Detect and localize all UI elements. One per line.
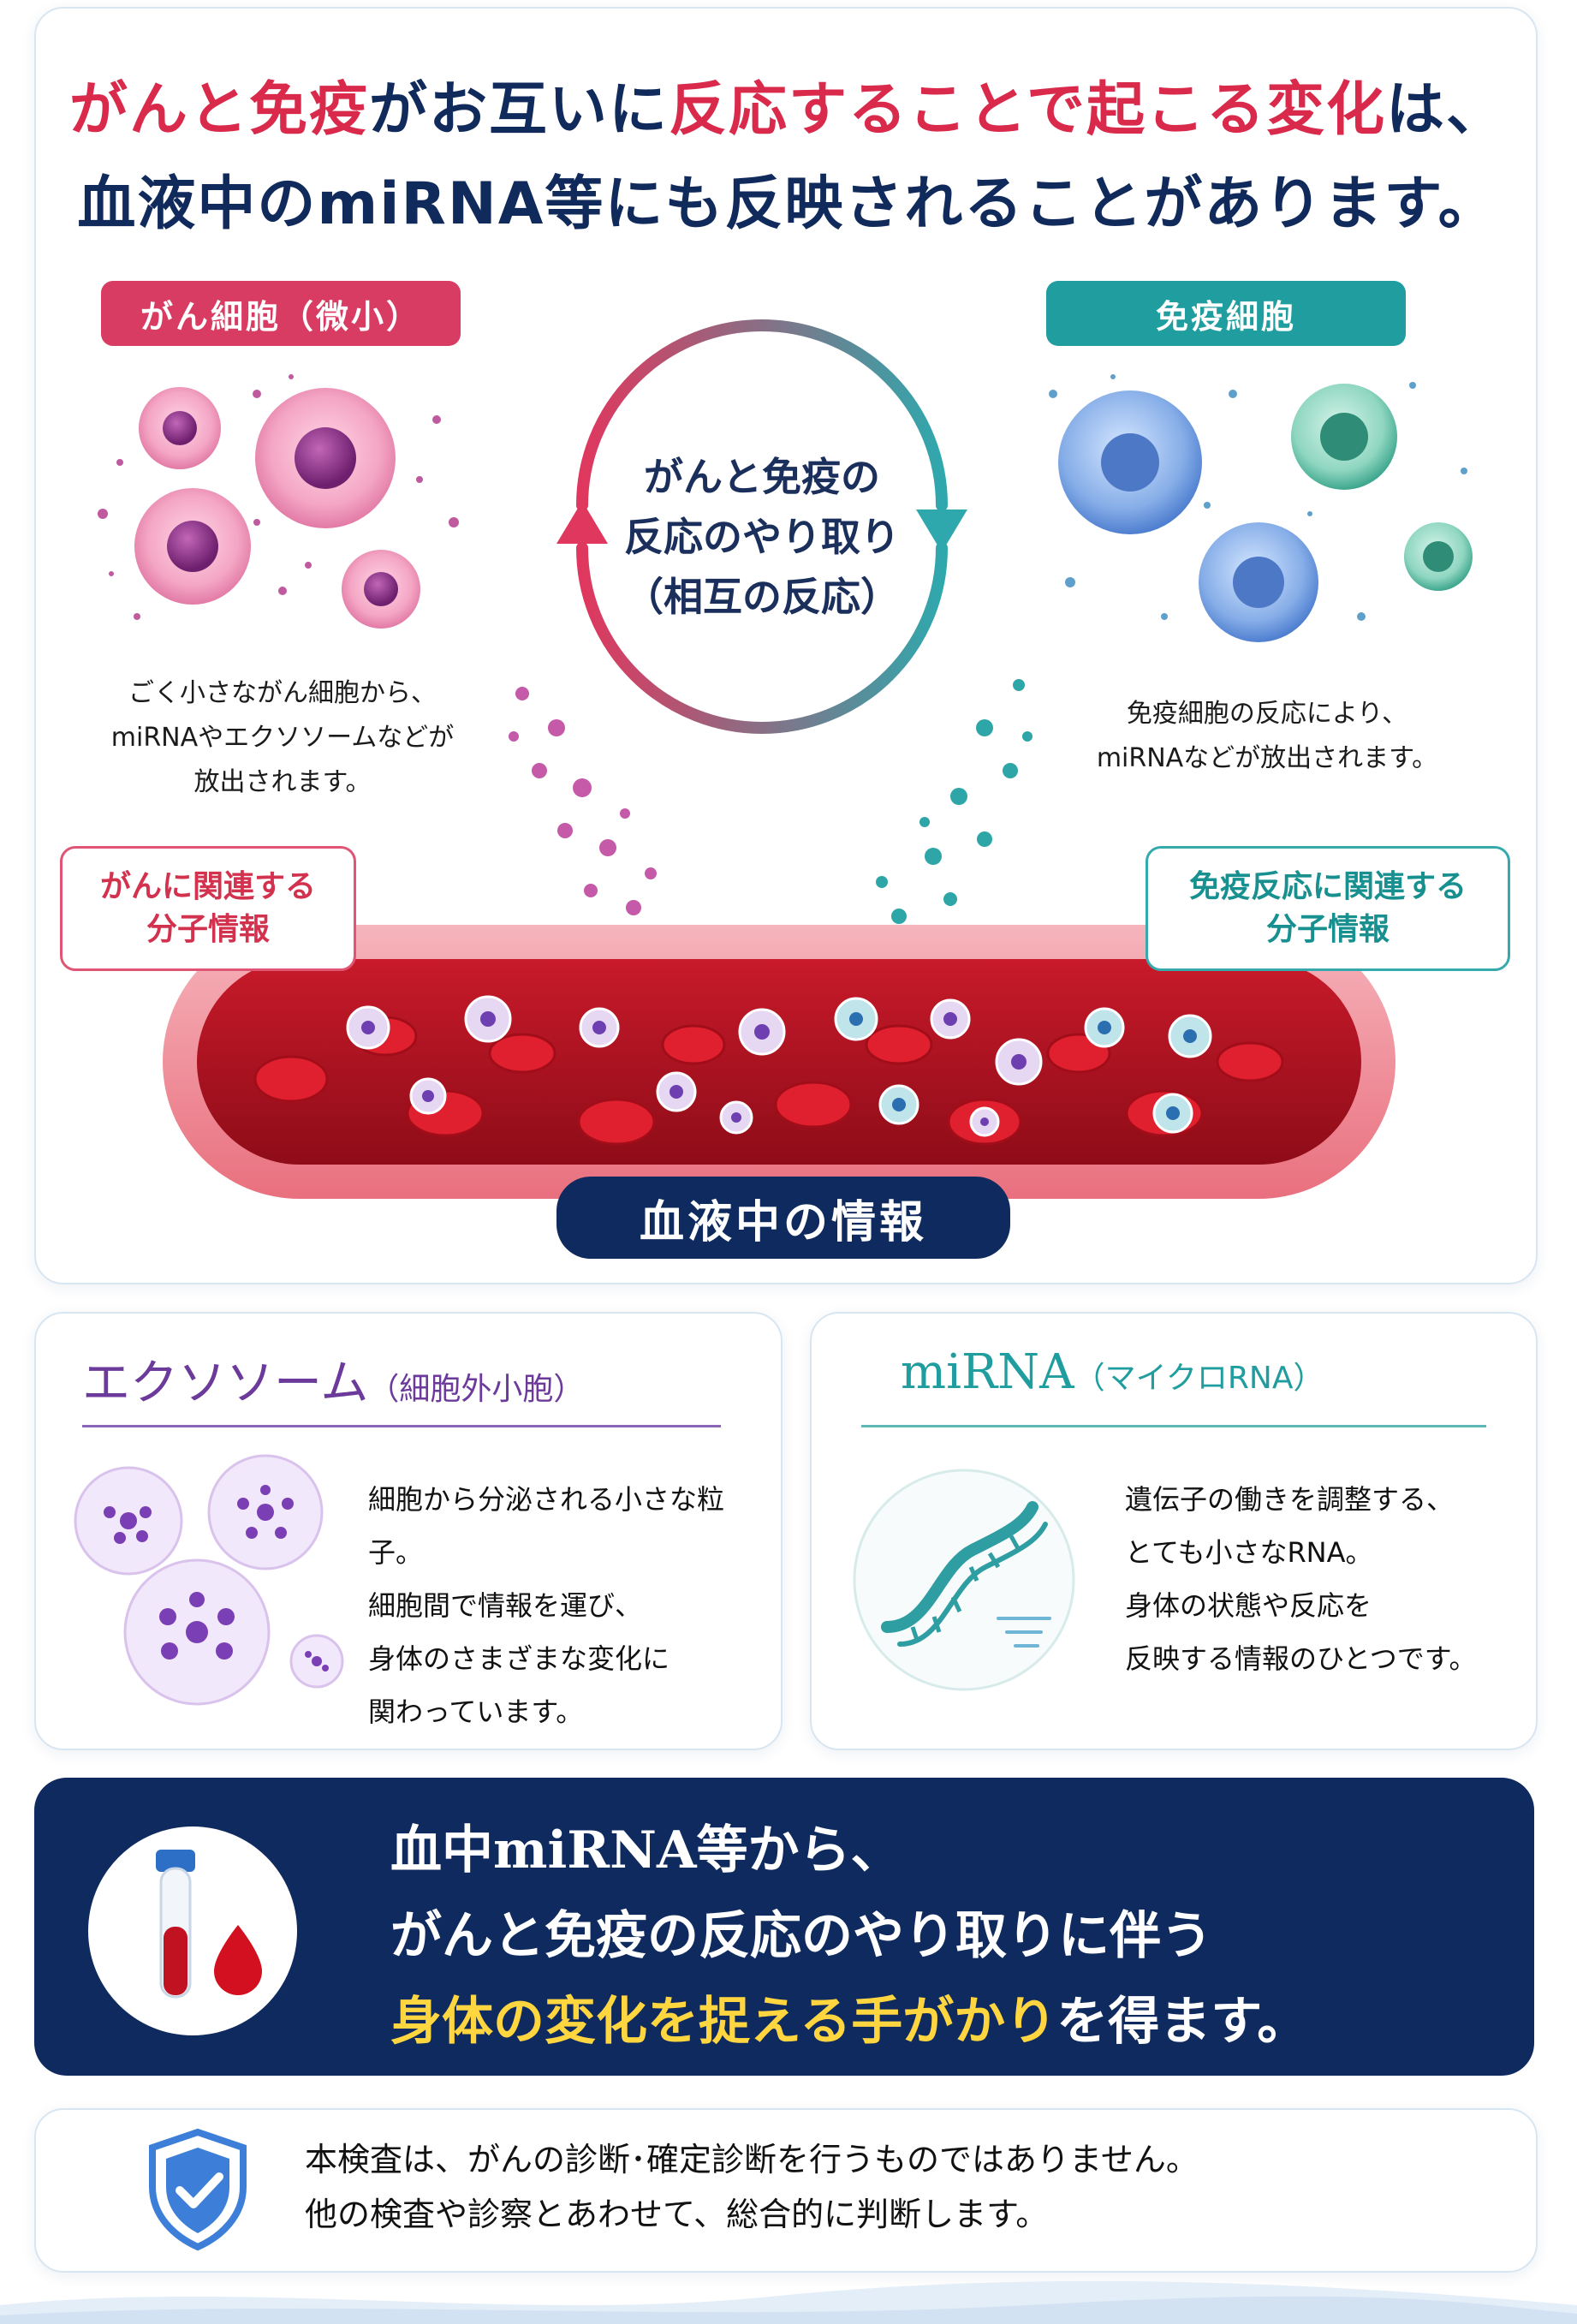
blood-tube-icon [88,1826,297,2035]
immune-cell-tag: 免疫細胞 [1046,281,1406,346]
particles [98,374,459,620]
immune-description: 免疫細胞の反応により、 miRNAなどが放出されます。 [1096,699,1438,773]
mirna-strand-icon [853,1469,1075,1691]
blood-info-label: 血液中の情報 [556,1177,1010,1259]
arrowhead-left-icon [556,501,608,544]
mirna-divider [861,1425,1486,1427]
exosome-description: 細胞から分泌される小さな粒子。 細胞間で情報を運び、 身体のさまざまな変化に 関… [368,1483,725,1728]
headline-line1: がんと免疫がお互いに反応することで起こる変化は、 [68,76,1506,144]
immune-cells-illustration [1049,374,1473,642]
particles [1049,374,1467,621]
mirna-title: miRNA（マイクロRNA） [901,1344,1324,1400]
exosome-title: エクソソーム（細胞外小胞） [82,1356,585,1411]
cancer-callout: がんに関連する 分子情報 [60,846,356,971]
cancer-cell [255,388,396,528]
headline-line2: 血液中のmiRNA等にも反映されることがあります。 [77,170,1498,238]
cycle-arrows [556,319,967,734]
immune-callout: 免疫反応に関連する 分子情報 [1146,846,1510,971]
exosome-divider [82,1425,721,1427]
cycle-label: がんと免疫の 反応のやり取り （相互の反応） [624,454,900,620]
immune-cell [1058,390,1202,534]
cancer-cells-illustration [98,374,459,629]
banner-line-3: 身体の変化を捉える手がかりを得ます。 [390,1992,1309,2052]
disclaimer-panel [34,2108,1538,2273]
disclaimer-text: 本検査は、がんの診断･確定診断を行うものではありません。 他の検査や診察とあわせ… [305,2141,1199,2233]
banner-line-2: がんと免疫の反応のやり取りに伴う [390,1906,1212,1966]
bottom-wave-decoration [0,2280,1577,2324]
cancer-cell-tag: がん細胞（微小） [101,281,461,346]
shield-check-icon [149,2128,247,2251]
immune-cell [1291,384,1397,490]
cancer-cell [139,387,221,469]
exosome-illustration [74,1454,344,1706]
mirna-description: 遺伝子の働きを調整する、 とても小さなRNA。 身体の状態や反応を 反映する情報… [1125,1483,1477,1675]
cancer-cell [342,550,420,629]
cancer-cell [134,488,251,605]
immune-cell [1404,522,1473,591]
immune-cell [1199,522,1318,642]
cancer-description: ごく小さながん細胞から、 miRNAやエクソソームなどが 放出されます。 [110,678,455,797]
blood-vessel-illustration [163,925,1395,1199]
arrowhead-right-icon [916,509,967,552]
banner-line-1: 血中miRNA等から、 [390,1820,902,1880]
